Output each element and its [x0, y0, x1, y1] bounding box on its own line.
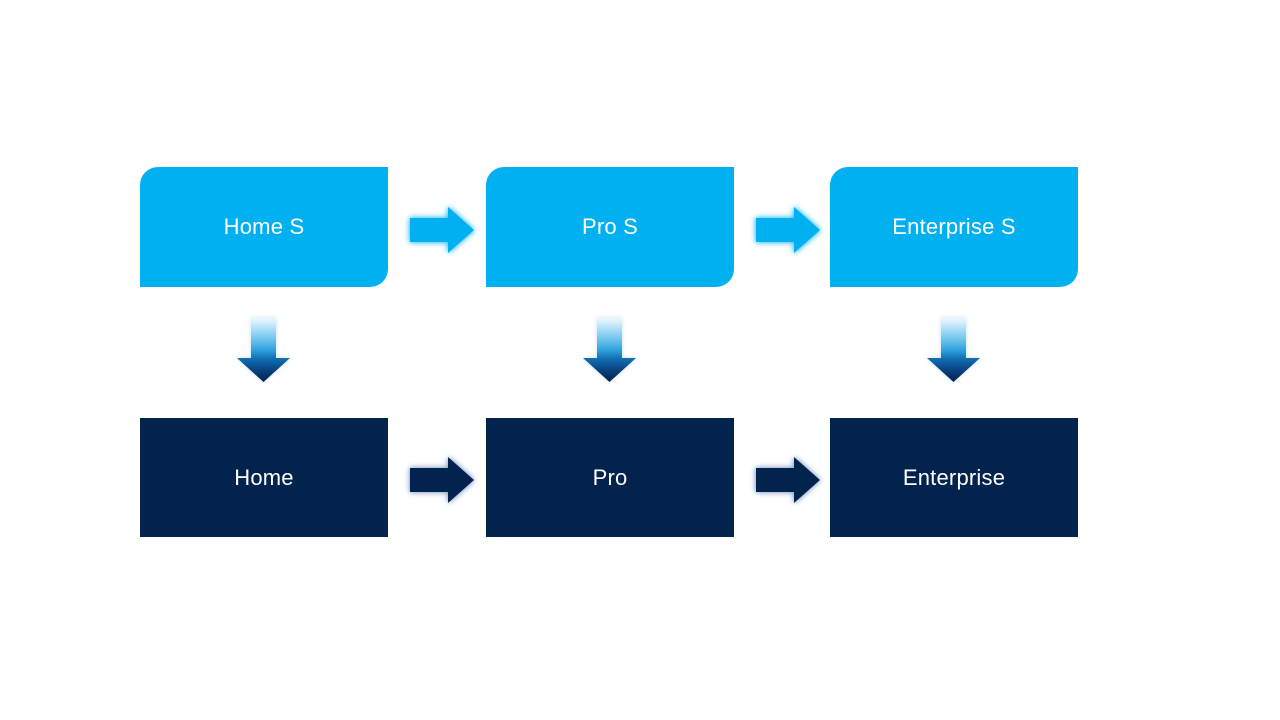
node-enterprise-s: Enterprise S [830, 167, 1078, 287]
down-arrow-icon [583, 318, 636, 382]
right-arrow-icon [756, 457, 820, 503]
node-home-label: Home [234, 464, 294, 490]
node-pro-label: Pro [592, 464, 628, 490]
node-enterprise: Enterprise [830, 418, 1078, 537]
right-arrow-icon [410, 457, 474, 503]
down-arrow-icon [237, 318, 290, 382]
node-enterprise-s-label: Enterprise S [892, 214, 1016, 239]
node-pro-s-label: Pro S [581, 214, 639, 239]
node-enterprise-label: Enterprise [902, 464, 1006, 490]
node-home-s-label: Home S [223, 214, 305, 239]
node-home-s: Home S [140, 167, 388, 287]
right-arrow-icon [410, 207, 474, 253]
node-pro: Pro [486, 418, 734, 537]
right-arrow-icon [756, 207, 820, 253]
node-home: Home [140, 418, 388, 537]
node-pro-s: Pro S [486, 167, 734, 287]
down-arrow-icon [927, 318, 980, 382]
